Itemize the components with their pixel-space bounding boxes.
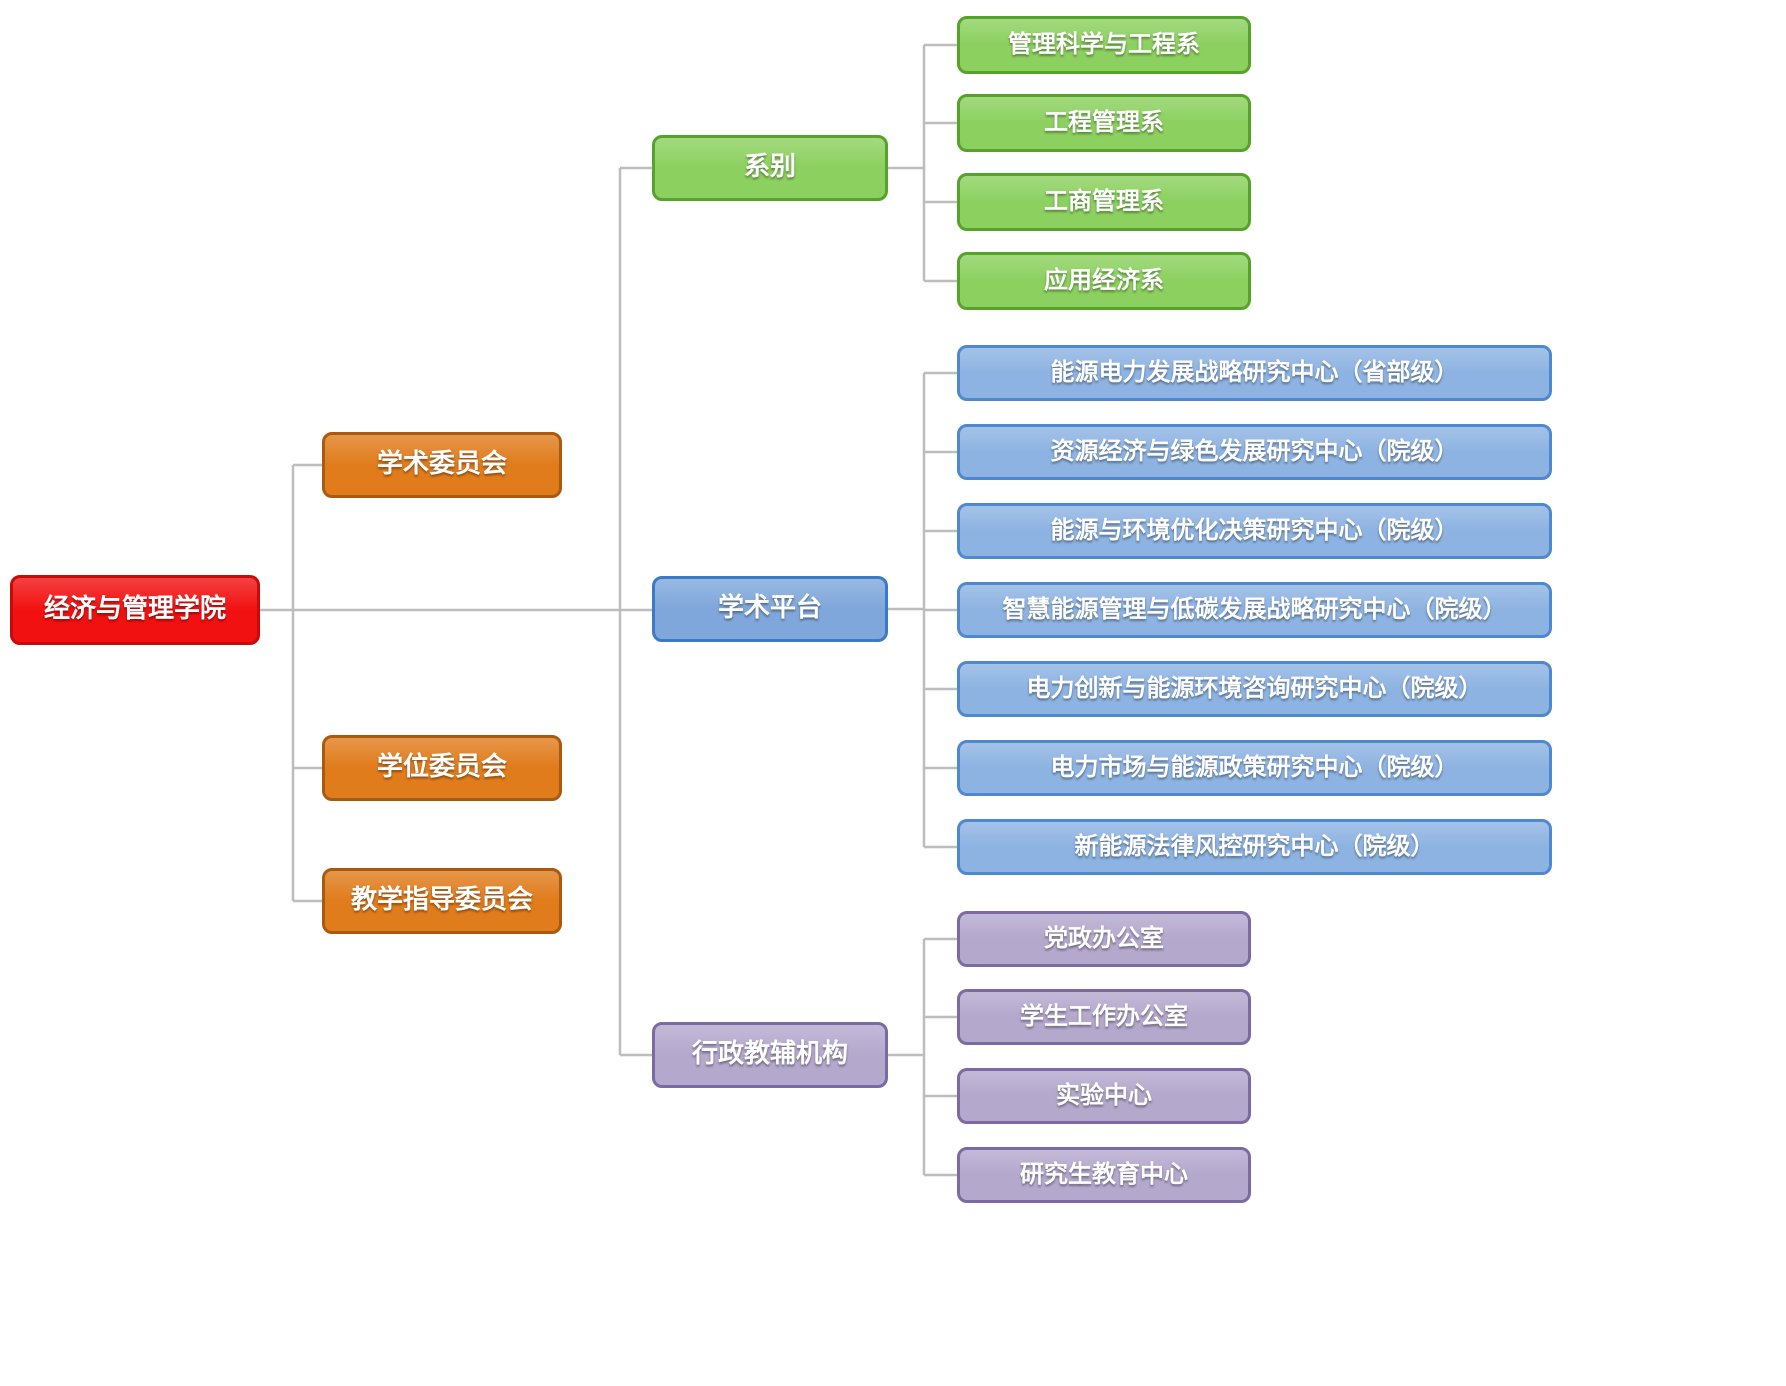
admin-node: 学生工作办公室 <box>957 989 1251 1045</box>
root-node: 经济与管理学院 <box>10 575 260 645</box>
committee-node-teaching: 教学指导委员会 <box>322 868 562 934</box>
committee-node-degree: 学位委员会 <box>322 735 562 801</box>
branch-platforms: 学术平台 <box>652 576 888 642</box>
platform-node: 智慧能源管理与低碳发展战略研究中心（院级） <box>957 582 1552 638</box>
dept-node: 工商管理系 <box>957 173 1251 231</box>
platform-node: 新能源法律风控研究中心（院级） <box>957 819 1552 875</box>
platform-node: 电力市场与能源政策研究中心（院级） <box>957 740 1552 796</box>
admin-node: 党政办公室 <box>957 911 1251 967</box>
branch-departments: 系别 <box>652 135 888 201</box>
dept-node: 管理科学与工程系 <box>957 16 1251 74</box>
branch-admin: 行政教辅机构 <box>652 1022 888 1088</box>
dept-node: 应用经济系 <box>957 252 1251 310</box>
platform-node: 电力创新与能源环境咨询研究中心（院级） <box>957 661 1552 717</box>
admin-node: 实验中心 <box>957 1068 1251 1124</box>
platform-node: 能源与环境优化决策研究中心（院级） <box>957 503 1552 559</box>
committee-node-academic: 学术委员会 <box>322 432 562 498</box>
dept-node: 工程管理系 <box>957 94 1251 152</box>
admin-node: 研究生教育中心 <box>957 1147 1251 1203</box>
platform-node: 能源电力发展战略研究中心（省部级） <box>957 345 1552 401</box>
platform-node: 资源经济与绿色发展研究中心（院级） <box>957 424 1552 480</box>
